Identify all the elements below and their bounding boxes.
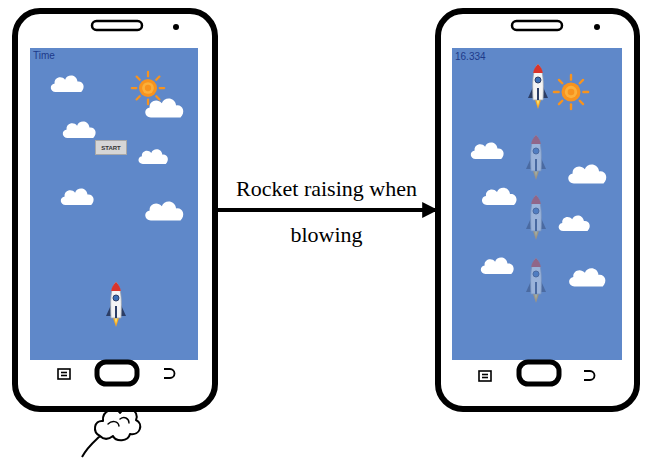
flow-arrow bbox=[218, 208, 435, 212]
sun bbox=[554, 75, 588, 109]
cloud bbox=[51, 76, 84, 92]
cloud bbox=[145, 201, 183, 220]
button-label: START bbox=[101, 144, 121, 152]
phone-camera bbox=[594, 24, 600, 30]
rocket bbox=[528, 64, 548, 109]
screen-readout: 16.334 bbox=[455, 51, 486, 63]
cloud bbox=[568, 164, 606, 183]
cloud bbox=[63, 122, 96, 138]
screen-readout: Time bbox=[33, 50, 55, 62]
back-icon bbox=[584, 371, 595, 380]
phone-speaker bbox=[92, 21, 142, 30]
rocket bbox=[106, 282, 126, 327]
phone-frame: 16.334 bbox=[435, 8, 640, 412]
back-icon bbox=[164, 369, 175, 378]
phone-speaker bbox=[512, 21, 562, 30]
rocket-trail bbox=[526, 135, 546, 180]
home-button bbox=[97, 362, 137, 384]
cloud bbox=[61, 189, 94, 205]
cloud bbox=[139, 149, 168, 164]
start-button: START bbox=[95, 140, 127, 155]
phone-body bbox=[12, 8, 218, 412]
cloud bbox=[145, 98, 183, 117]
phone-screen bbox=[30, 48, 198, 360]
phone-body bbox=[435, 8, 640, 412]
breath-puff bbox=[82, 409, 140, 457]
sun bbox=[132, 72, 164, 104]
phone-frame: START Time bbox=[12, 8, 218, 412]
cloud bbox=[482, 188, 517, 205]
menu-icon bbox=[479, 371, 491, 381]
cloud bbox=[569, 268, 605, 286]
sky-scene bbox=[471, 64, 606, 303]
rocket-trail bbox=[526, 258, 546, 303]
phone-camera bbox=[173, 24, 179, 30]
sky-scene bbox=[51, 72, 183, 327]
cloud bbox=[471, 143, 504, 159]
rocket-trail bbox=[526, 195, 546, 240]
phone-screen bbox=[452, 48, 622, 360]
cloud bbox=[559, 215, 590, 231]
home-button bbox=[519, 362, 559, 384]
cloud bbox=[481, 258, 514, 274]
arrow-label: Rocket raising when blowing bbox=[227, 166, 427, 258]
menu-icon bbox=[58, 369, 70, 379]
